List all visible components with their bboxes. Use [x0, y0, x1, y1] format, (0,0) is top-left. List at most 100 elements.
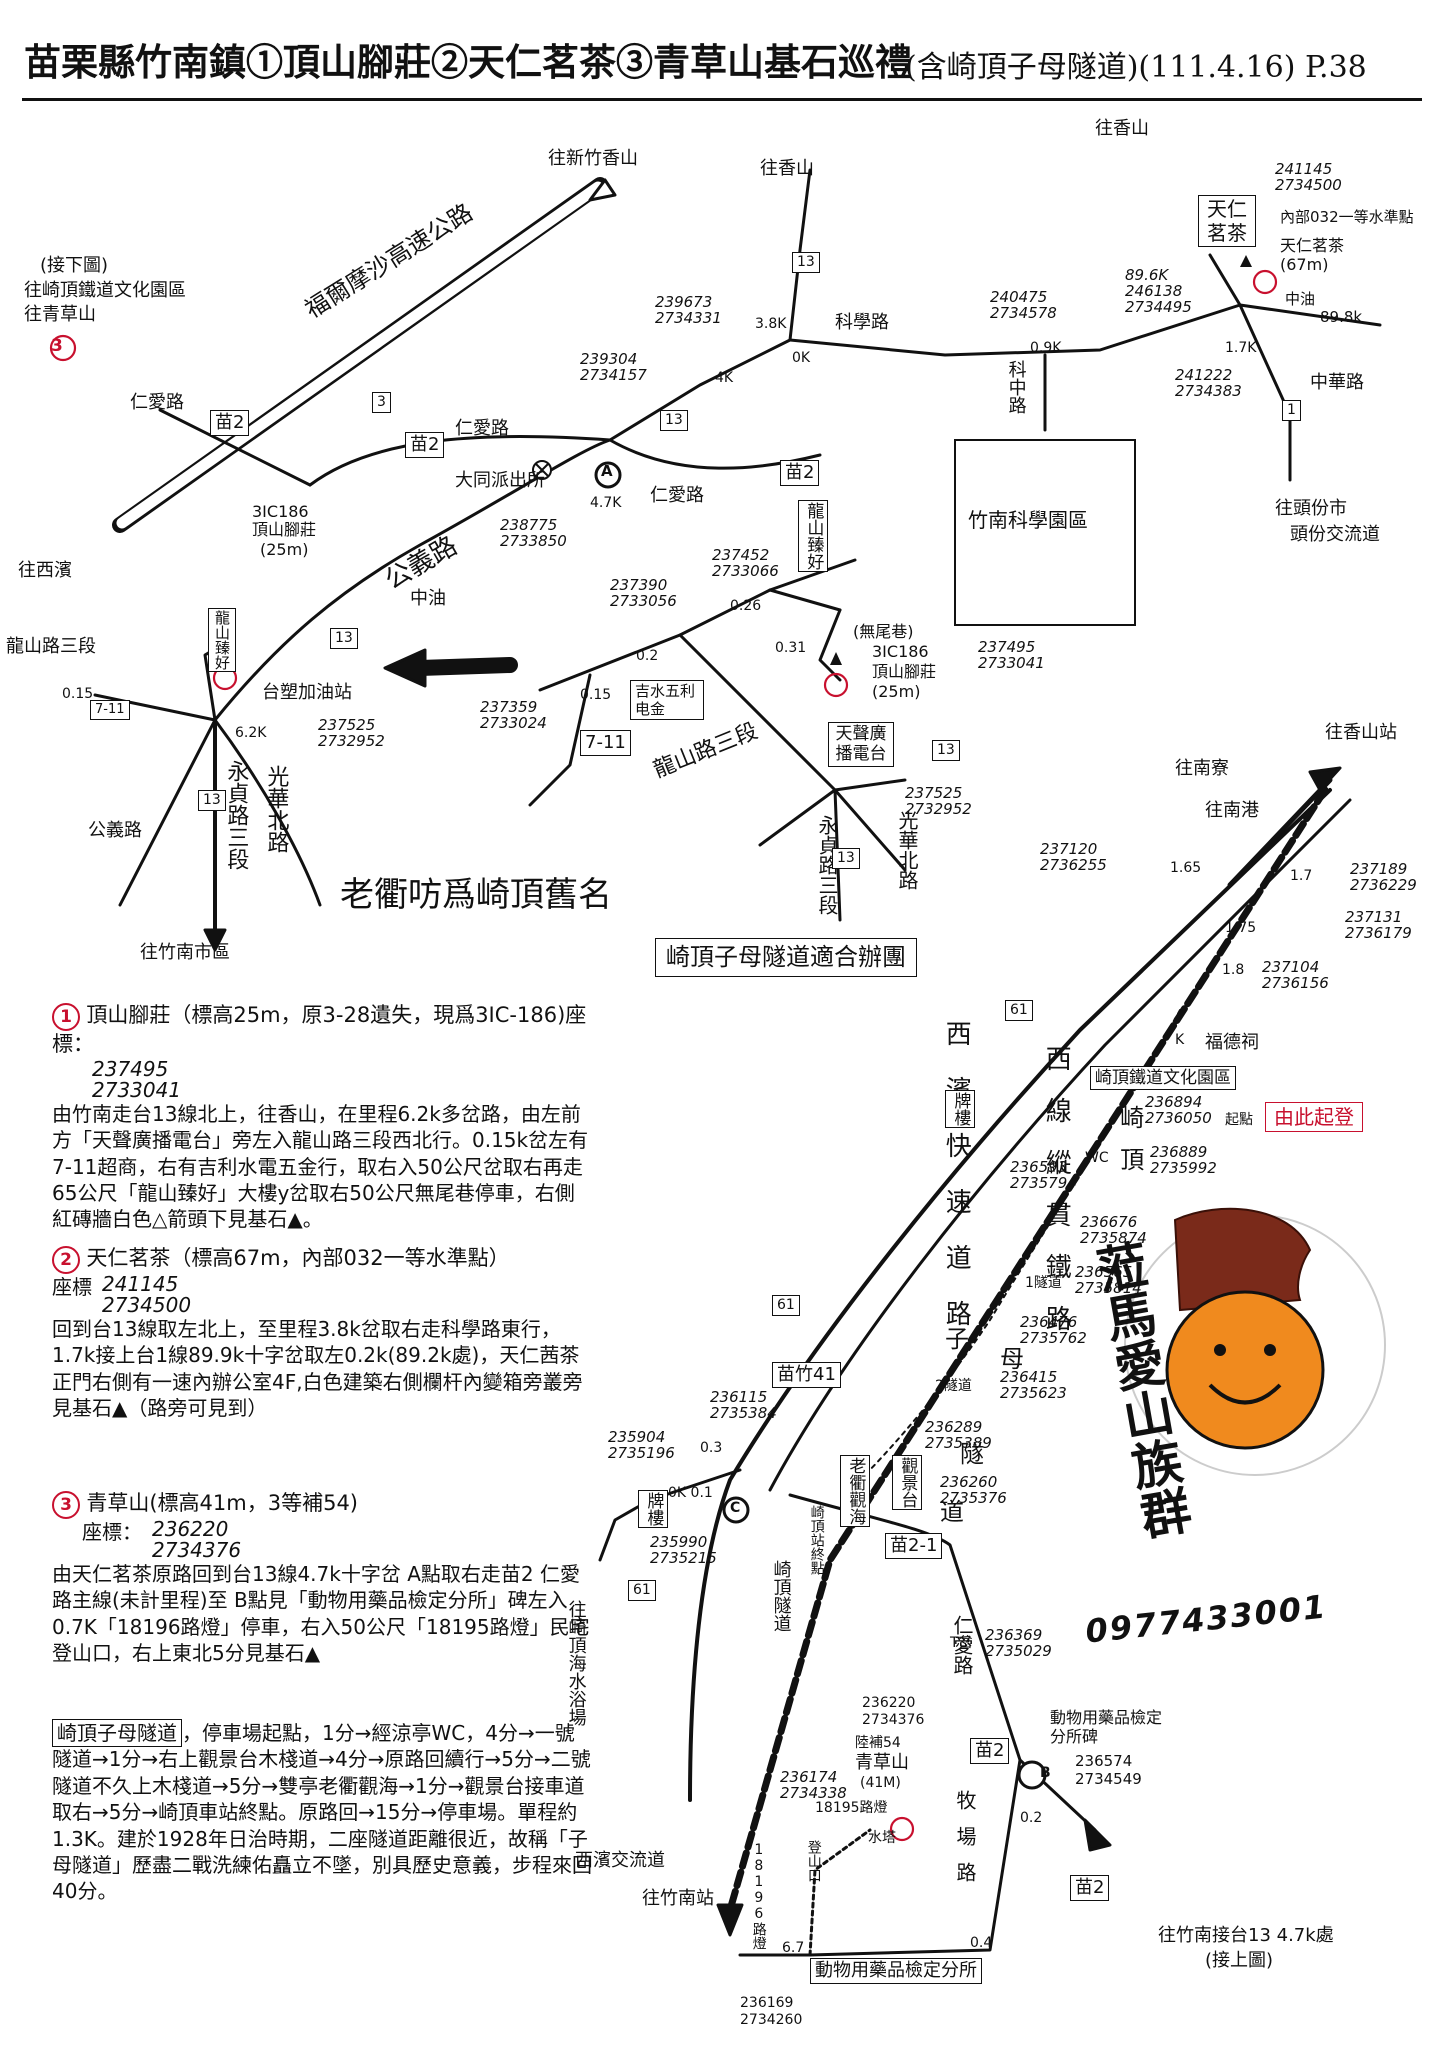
shield-61-c: 61 [628, 1580, 656, 1601]
label-tianren-elev: 天仁茗茶 (67m) [1280, 236, 1345, 275]
dist-04: 0.4 [970, 1935, 993, 1951]
label-animal-drug-sign: 動物用藥品檢定分所碑 [1050, 1708, 1163, 1747]
label-dingshan-elev: (25m) [872, 682, 921, 701]
label-to-xiangshan-2: 往香山 [1095, 118, 1149, 139]
coord-a2: 237390 2733056 [610, 576, 677, 610]
coord-sanyi: 237495 2733041 [978, 638, 1045, 672]
label-qiding-park-box: 崎頂鐵道文化園區 [1090, 1066, 1236, 1091]
label-qiding-tunnel: 崎頂隧道 [770, 1560, 792, 1632]
desc-1-body: 由竹南走台13線北上，往香山，在里程6.2k多岔路，由左前方「天聲廣播電台」旁左… [52, 1101, 589, 1232]
label-qiding-station: 崎頂站終點 [808, 1505, 825, 1575]
coord-t2b: 236415 2735623 [1000, 1368, 1067, 1402]
point-a-label: A [601, 462, 613, 480]
label-science-park: 竹南科學園區 [968, 508, 1088, 532]
point-b-label: B [1040, 1765, 1051, 1781]
coord-n1: 237120 2736255 [1040, 840, 1107, 874]
label-yongzhen-rd: 永貞路三段 [223, 760, 249, 870]
label-mu: 母 [1000, 1345, 1024, 1373]
longshan-rd-left [93, 693, 217, 722]
benchmark-triangle-2 [830, 652, 842, 665]
coord-38k: 239673 2734331 [655, 293, 722, 327]
route-1 [1238, 303, 1292, 482]
coord-c2: 235904 2735196 [608, 1428, 675, 1462]
desc-1-head: 頂山腳莊（標高25m，原3-28遺失，現爲3IC-186)座標： [52, 1003, 587, 1056]
label-3ic186-upper: 3IC186 [252, 502, 309, 521]
marker-number-1: 1 [52, 1003, 80, 1031]
coord-c3: 235990 2735215 [650, 1533, 717, 1567]
label-to-nangang: 往南港 [1205, 800, 1259, 821]
label-start-here: 由此起登 [1265, 1102, 1363, 1132]
coord-start: 236894 2736050 [1145, 1093, 1212, 1127]
desc-2-coord: 241145 2734500 [102, 1272, 192, 1317]
shield-13-f: 13 [832, 848, 860, 869]
label-fude-temple: 福德祠 [1205, 1032, 1259, 1053]
page-title: 苗栗縣竹南鎮①頂山腳莊②天仁茗茶③青草山基石巡禮 [24, 40, 912, 84]
desc-2: 2 天仁茗茶（標高67m，內部032一等水準點） 座標 241145 27345… [52, 1245, 592, 1422]
coord-t1: 236676 2735874 [1080, 1213, 1147, 1247]
science-road [788, 303, 1242, 357]
horse-head-icon [1173, 1207, 1312, 1312]
label-guanghua-n-rd-2: 光華北路 [895, 810, 919, 890]
label-cross-t: T岔 [950, 1635, 973, 1651]
label-to-xiangshan-station: 往香山站 [1325, 722, 1397, 743]
label-zhongyou-1: 中油 [410, 588, 446, 609]
label-7-11-left: 7-11 [90, 700, 130, 720]
miao2-lower [788, 1493, 1097, 1832]
coord-n4: 237104 2736156 [1262, 958, 1329, 992]
coord-radio-top: 237452 2733066 [712, 546, 779, 580]
shield-13-e: 13 [932, 740, 960, 761]
desc-3-coord-label: 座標： [82, 1520, 142, 1544]
dist-4k: 4K [715, 370, 734, 386]
coord-zhonghua: 241222 2734383 [1175, 366, 1242, 400]
dist-62k: 6.2K [235, 725, 267, 741]
label-zi: 子 [945, 1325, 969, 1353]
label-start-point: 起點 [1225, 1112, 1253, 1128]
dist-026: 0.26 [730, 598, 762, 614]
label-zhongyou-89k: 89.8k [1320, 308, 1363, 326]
label-west-expressway: 西濱快速道路 [941, 1020, 972, 1356]
shield-13-d: 13 [198, 790, 226, 811]
muchang-rd [808, 1758, 1022, 1957]
coord-qingcaoshan: 236220 2734376 [862, 1695, 925, 1728]
zhonghua-rd [1238, 303, 1382, 327]
desc-3-body: 由天仁茗茶原路回到台13線4.7k十字岔 A點取右走苗2 仁愛路主線(未計里程)… [52, 1562, 590, 1666]
label-guanghua-n-rd: 光華北路 [263, 765, 289, 853]
coord-n2: 237189 2736229 [1350, 860, 1417, 894]
dist-165: 1.65 [1170, 860, 1202, 876]
desc-2-coord-label: 座標 [52, 1275, 92, 1299]
coord-62k: 237525 2732952 [318, 716, 385, 750]
label-datong-police: 大同派出所 [455, 470, 545, 491]
shield-61-a: 61 [1005, 1000, 1033, 1021]
dist-17: 1.7 [1290, 868, 1313, 884]
desc-3-head: 青草山(標高41m，3等補54) [86, 1491, 359, 1515]
dist-18: 1.8 [1222, 962, 1245, 978]
desc-3: 3 青草山(標高41m，3等補54) 座標： 236220 2734376 由天… [52, 1490, 592, 1667]
route-miao2-a: 苗2 [210, 410, 250, 436]
dist-015b: 0.15 [580, 687, 612, 703]
coord-4k: 239304 2734157 [580, 350, 647, 384]
label-lu-bu: 陸補54 [855, 1735, 901, 1751]
dist-38k: 3.8K [755, 316, 787, 332]
label-kezhong-rd: 科中路 [1005, 360, 1027, 414]
science-park-area [954, 439, 1136, 626]
label-xibin-ic: 西濱交流道 [575, 1850, 665, 1871]
title-underline [22, 98, 1422, 101]
coord-896k: 89.6K 246138 2734495 [1125, 266, 1192, 316]
coord-vp: 236260 2735376 [940, 1473, 1007, 1507]
label-dingshan-elev-upper: (25m) [260, 540, 309, 559]
label-climb-18196: 18196路燈 [750, 1842, 767, 1950]
desc-1-coord: 237495 2733041 [92, 1056, 182, 1102]
label-animal-drug-box: 動物用藥品檢定分所 [810, 1958, 982, 1984]
dist-031: 0.31 [775, 640, 807, 656]
label-dengshankou: 登山口 [805, 1840, 822, 1882]
page-subtitle: (含崎頂子母隧道)(111.4.16) P.38 [905, 50, 1367, 85]
label-next-map: (接下圖) [40, 255, 109, 276]
route-miao2-b: 苗2 [405, 432, 445, 458]
label-paifang: 牌樓 [638, 1490, 669, 1528]
benchmark-triangle-3 [1240, 255, 1252, 267]
label-dingshan: 頂山腳莊 [872, 662, 937, 681]
label-7-11-center: 7-11 [580, 730, 631, 756]
label-to-xiangshan-1: 往香山 [760, 158, 814, 179]
shield-13-c: 13 [330, 628, 358, 649]
